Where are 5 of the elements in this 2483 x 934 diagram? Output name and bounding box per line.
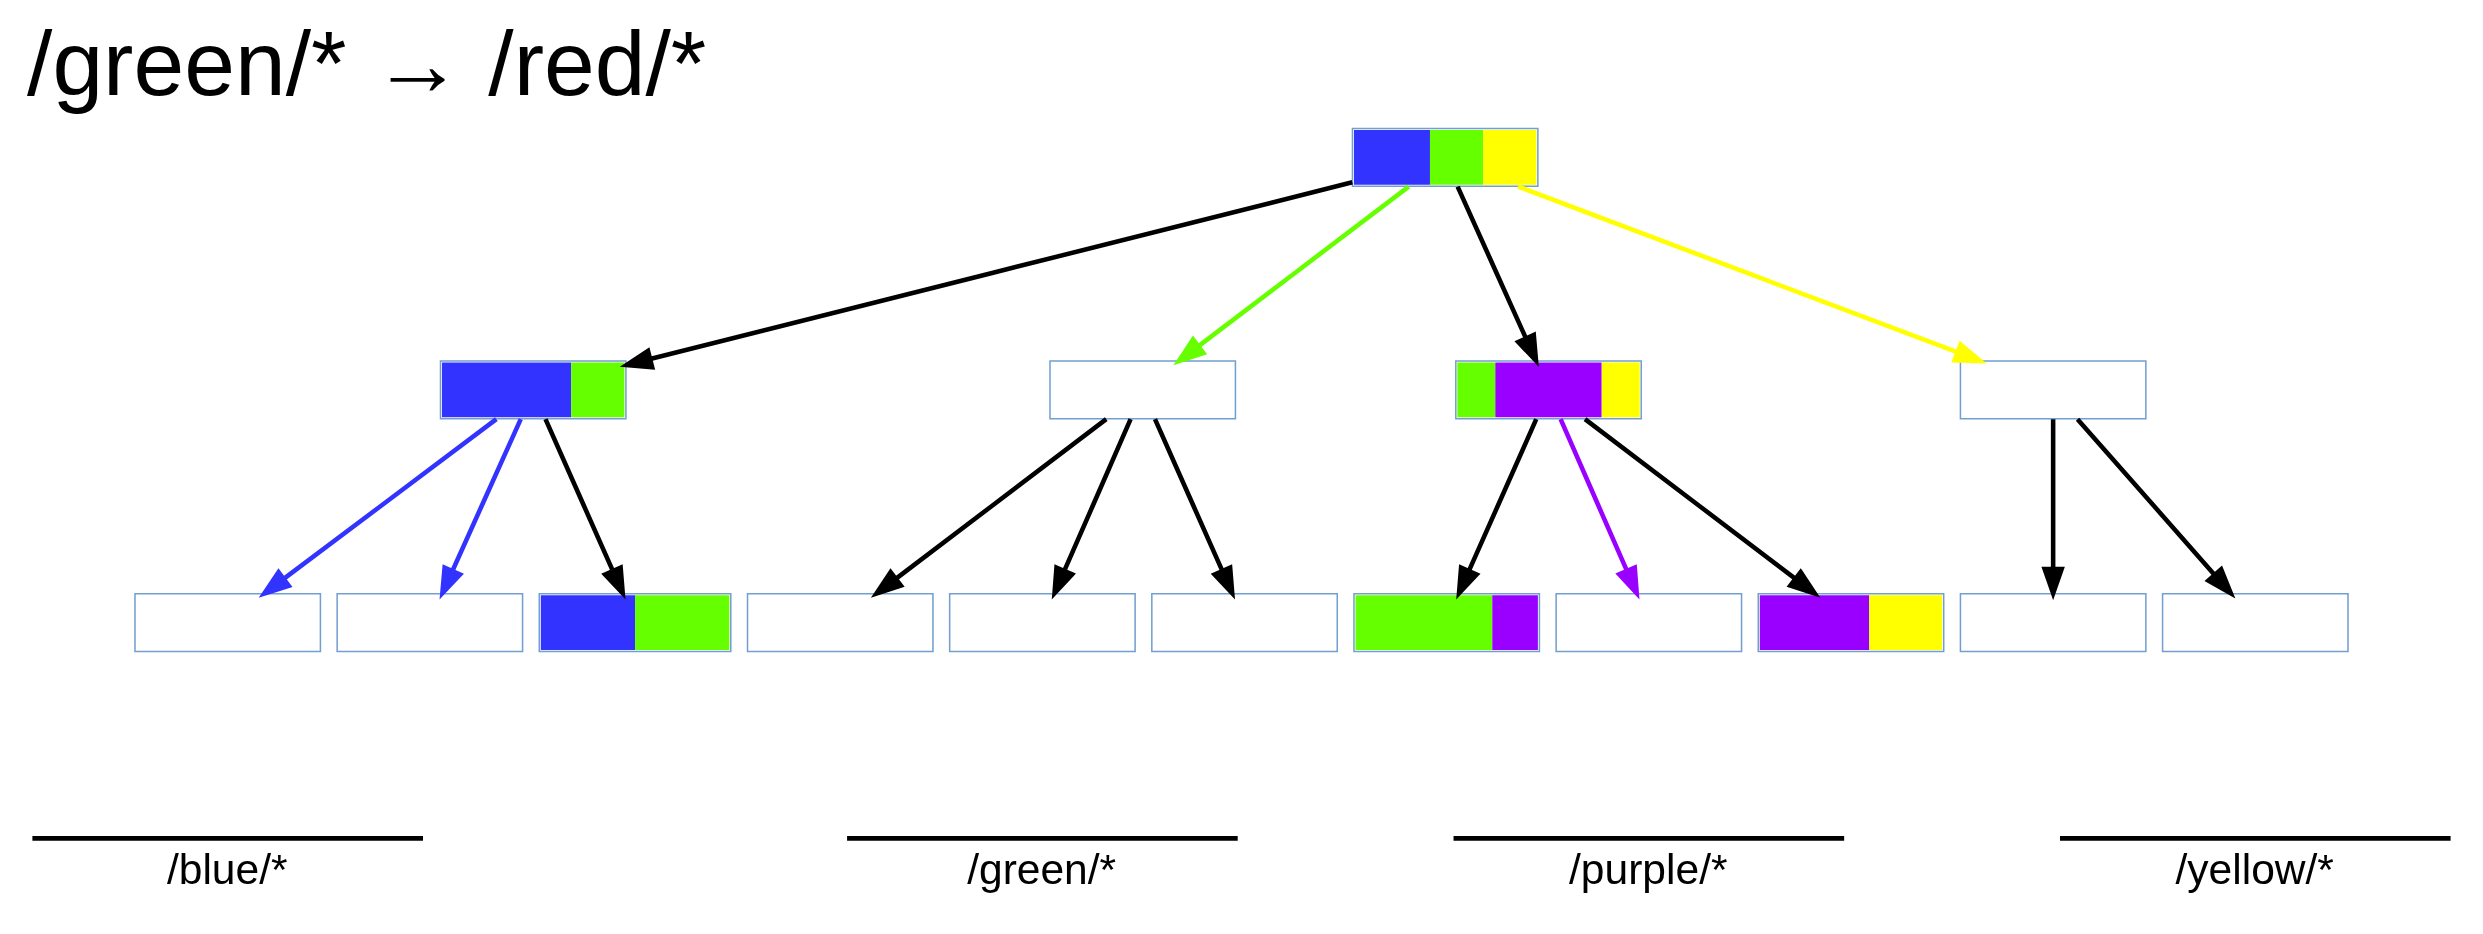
label: /yellow/*	[2175, 844, 2334, 893]
label: /green/*	[967, 844, 1117, 893]
label: /purple/*	[1569, 844, 1728, 893]
diagram-title: /green/* → /red/*	[27, 11, 707, 114]
label: /blue/*	[166, 844, 288, 893]
